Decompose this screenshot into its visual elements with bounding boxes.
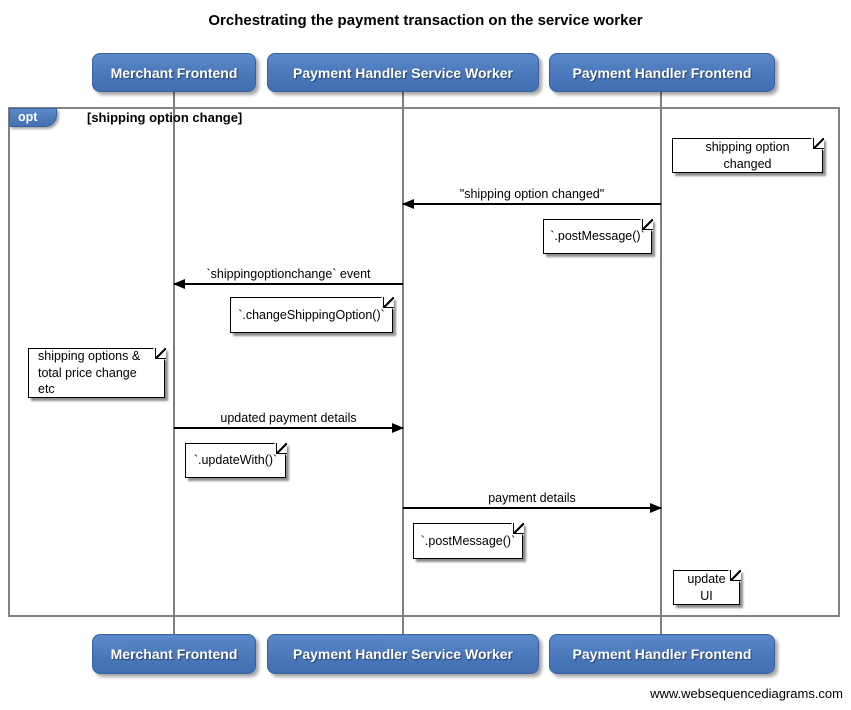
note-text: `.updateWith()` bbox=[193, 453, 278, 468]
lifeline-payment-handler-frontend bbox=[660, 92, 662, 634]
message-label: payment details bbox=[488, 491, 576, 505]
actor-box-payment-handler-frontend-bottom: Payment Handler Frontend bbox=[549, 634, 775, 674]
message-shipping-option-changed: "shipping option changed" bbox=[402, 187, 661, 209]
note-text: shipping options & total price change et… bbox=[38, 348, 141, 397]
note-post-message-1: `.postMessage()` bbox=[543, 218, 653, 254]
message-payment-details: payment details bbox=[403, 491, 662, 513]
opt-fragment-frame: opt [shipping option change] bbox=[8, 107, 840, 617]
note-text: `.changeShippingOption()` bbox=[238, 307, 385, 322]
arrowhead-left-icon bbox=[402, 199, 414, 209]
note-text: `.postMessage()` bbox=[550, 229, 645, 244]
actor-box-payment-handler-service-worker-bottom: Payment Handler Service Worker bbox=[267, 634, 539, 674]
opt-guard-label: [shipping option change] bbox=[87, 110, 243, 125]
note-shipping-option-changed: shipping option changed bbox=[672, 137, 824, 173]
lifeline-payment-handler-service-worker bbox=[402, 92, 404, 634]
message-shippingoptionchange-event: `shippingoptionchange` event bbox=[173, 267, 403, 289]
arrow-line bbox=[403, 203, 661, 205]
page-title: Orchestrating the payment transaction on… bbox=[208, 12, 643, 29]
watermark-text: www.websequencediagrams.com bbox=[650, 686, 843, 701]
note-change-shipping-option: `.changeShippingOption()` bbox=[230, 296, 394, 333]
actor-label: Payment Handler Frontend bbox=[572, 64, 752, 81]
actor-label: Payment Handler Service Worker bbox=[293, 64, 513, 81]
note-shipping-options-price-change: shipping options & total price change et… bbox=[28, 347, 166, 398]
note-text: shipping option changed bbox=[705, 139, 790, 171]
note-update-ui: update UI bbox=[673, 569, 741, 605]
arrowhead-right-icon bbox=[392, 423, 404, 433]
actor-label: Payment Handler Service Worker bbox=[293, 646, 513, 662]
actor-box-merchant-frontend-bottom: Merchant Frontend bbox=[92, 634, 256, 674]
message-updated-payment-details: updated payment details bbox=[174, 411, 404, 433]
actor-label: Merchant Frontend bbox=[110, 64, 238, 81]
actor-label: Merchant Frontend bbox=[110, 646, 238, 662]
arrow-line bbox=[403, 507, 661, 509]
opt-operator-tab: opt bbox=[9, 108, 57, 127]
arrowhead-right-icon bbox=[650, 503, 662, 513]
arrow-line bbox=[174, 427, 403, 429]
actor-box-merchant-frontend-top: Merchant Frontend bbox=[92, 53, 256, 92]
arrow-line bbox=[174, 283, 403, 285]
note-text: `.postMessage()` bbox=[420, 533, 516, 548]
message-label: "shipping option changed" bbox=[459, 187, 605, 201]
message-label: `shippingoptionchange` event bbox=[206, 267, 371, 281]
actor-box-payment-handler-service-worker-top: Payment Handler Service Worker bbox=[267, 53, 539, 92]
actor-label: Payment Handler Frontend bbox=[572, 646, 752, 662]
lifeline-merchant-frontend bbox=[173, 92, 175, 634]
arrowhead-left-icon bbox=[173, 279, 185, 289]
note-update-with: `.updateWith()` bbox=[185, 442, 287, 478]
note-text: update UI bbox=[687, 571, 726, 603]
note-post-message-2: `.postMessage()` bbox=[413, 522, 524, 559]
actor-box-payment-handler-frontend-top: Payment Handler Frontend bbox=[549, 53, 775, 92]
message-label: updated payment details bbox=[220, 411, 357, 425]
